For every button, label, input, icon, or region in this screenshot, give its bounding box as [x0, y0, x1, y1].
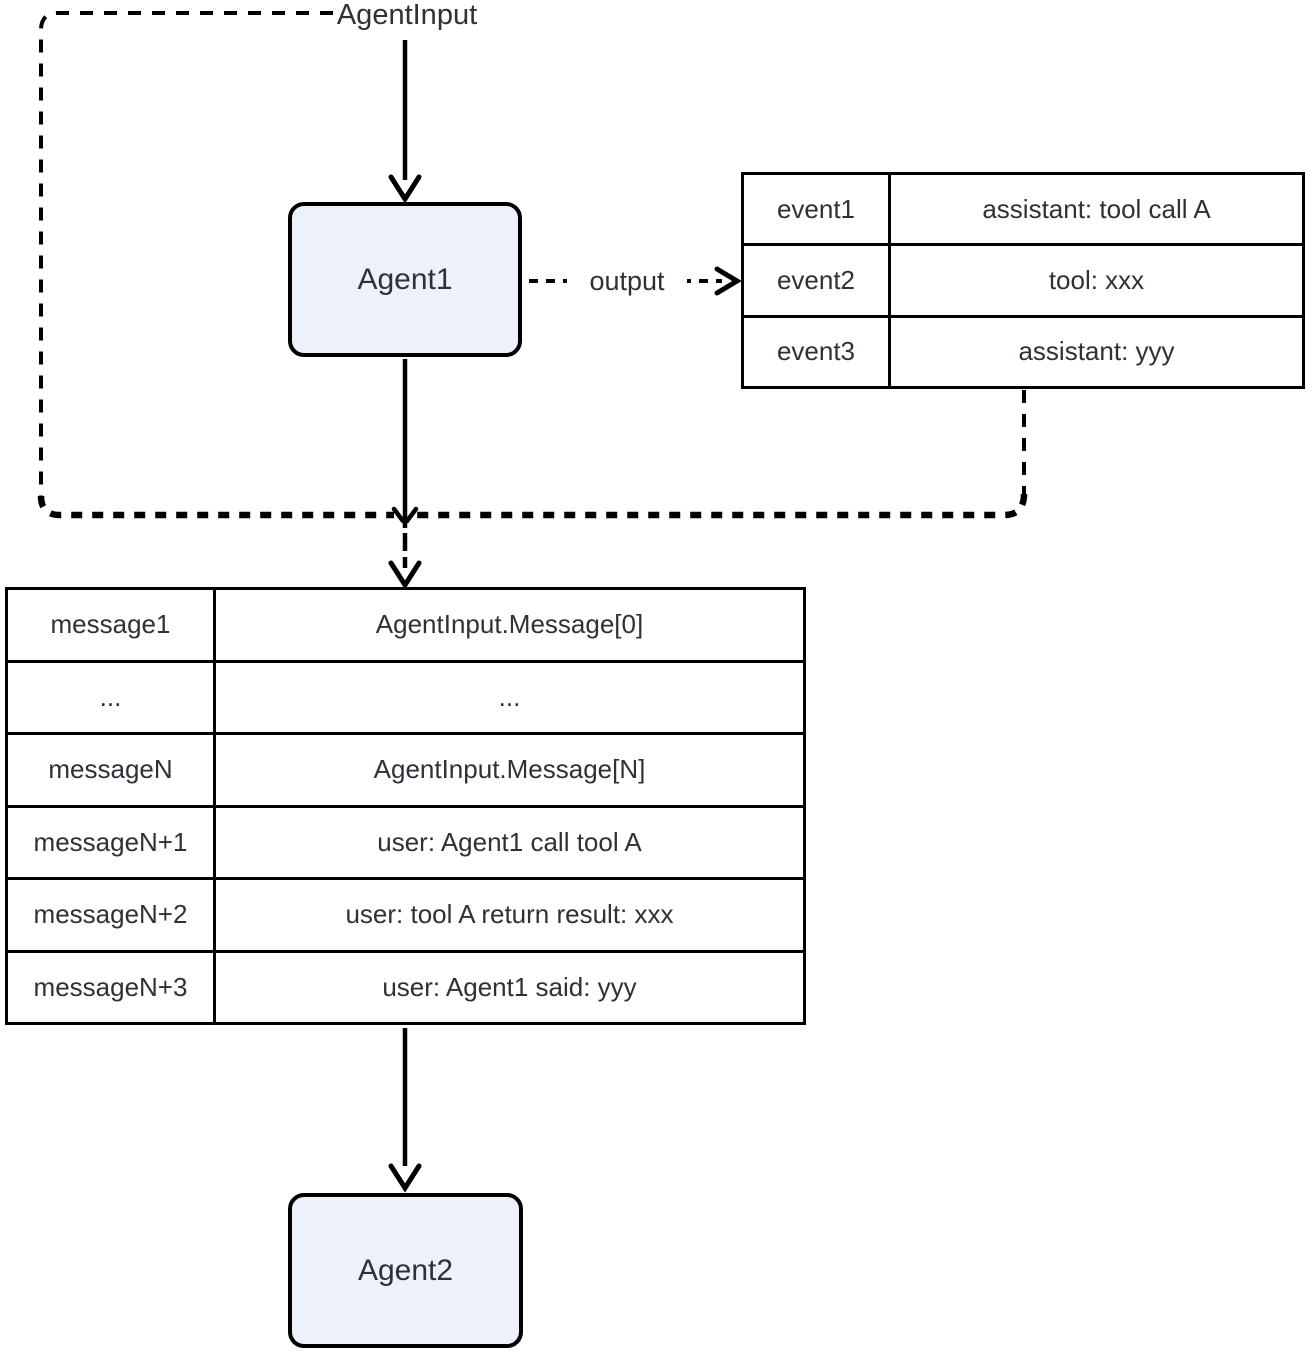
message-table: message1 AgentInput.Message[0] ... ... m…: [5, 587, 806, 1025]
table-row: messageN+1 user: Agent1 call tool A: [8, 804, 803, 877]
message-key-cell: messageN+3: [8, 952, 216, 1022]
message-value-cell: AgentInput.Message[0]: [375, 609, 644, 640]
message-key-cell: messageN+2: [8, 880, 216, 950]
message-value-cell: AgentInput.Message[N]: [373, 754, 646, 785]
arrow-agent1-to-message-table: [388, 359, 422, 590]
table-row: ... ...: [8, 659, 803, 732]
agent1-node-label: Agent1: [357, 262, 453, 296]
table-row: messageN+2 user: tool A return result: x…: [8, 877, 803, 950]
arrow-message-table-to-agent2: [388, 1028, 422, 1193]
message-value-cell: user: Agent1 call tool A: [377, 826, 642, 857]
message-value-cell: user: tool A return result: xxx: [345, 899, 674, 930]
junction-arrowhead: [391, 506, 419, 524]
output-edge-label: output: [567, 263, 687, 299]
table-row: event2 tool: xxx: [744, 243, 1302, 315]
table-row: event1 assistant: tool call A: [744, 175, 1302, 244]
event-value-cell: assistant: tool call A: [982, 193, 1211, 224]
message-key-cell: message1: [8, 590, 216, 660]
dashed-connector-event-table-loop: [416, 390, 1028, 519]
dashed-connector-agentinput-loop: [37, 11, 394, 519]
message-key-cell: messageN+1: [8, 807, 216, 877]
event-value-cell: assistant: yyy: [1018, 336, 1175, 367]
event-key-cell: event2: [744, 246, 891, 315]
event-value-cell: tool: xxx: [1048, 264, 1145, 295]
agent-input-label: AgentInput: [336, 0, 478, 31]
table-row: messageN AgentInput.Message[N]: [8, 732, 803, 805]
message-value-cell: ...: [498, 681, 521, 712]
message-key-cell: ...: [8, 662, 216, 732]
agent2-node: Agent2: [288, 1193, 523, 1348]
agent2-node-label: Agent2: [357, 1253, 454, 1287]
message-value-cell: user: Agent1 said: yyy: [382, 971, 637, 1002]
table-row: messageN+3 user: Agent1 said: yyy: [8, 949, 803, 1022]
dashed-arrow-output: [529, 266, 742, 296]
message-key-cell: messageN: [8, 735, 216, 805]
table-row: event3 assistant: yyy: [744, 314, 1302, 386]
table-row: message1 AgentInput.Message[0]: [8, 590, 803, 660]
event-table: event1 assistant: tool call A event2 too…: [741, 172, 1305, 389]
arrow-agentinput-to-agent1: [388, 40, 422, 204]
event-key-cell: event1: [744, 175, 891, 244]
agent1-node: Agent1: [288, 202, 522, 357]
event-key-cell: event3: [744, 317, 891, 386]
